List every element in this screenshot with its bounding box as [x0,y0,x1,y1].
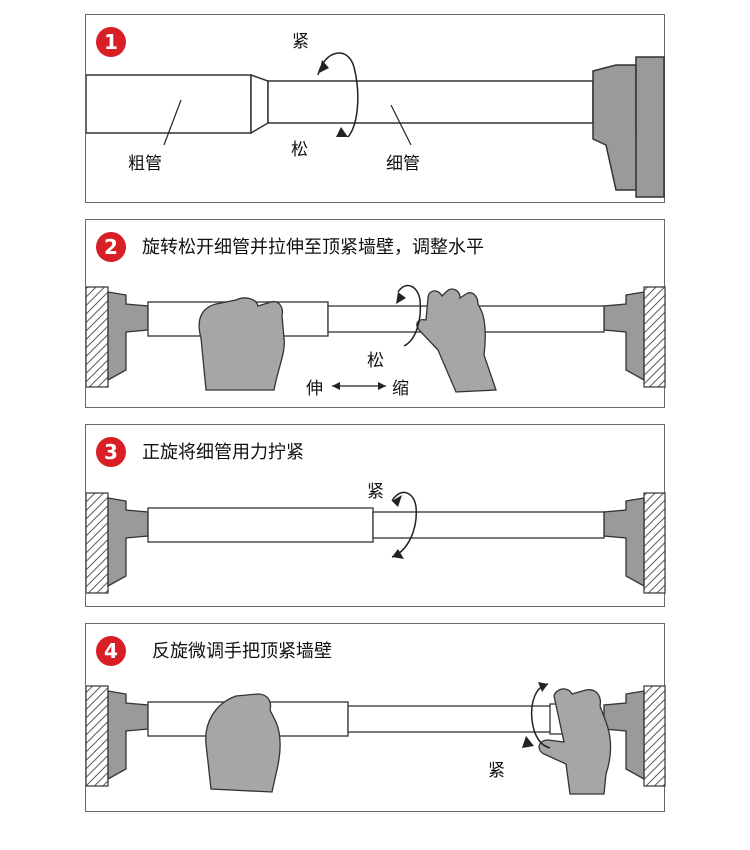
right-hand [416,288,497,393]
rotation-arrow [317,52,359,138]
right-wall [643,685,666,787]
step-3-illustration [86,491,666,594]
loosen-label: 松 [291,140,308,160]
step-2-panel: 2 旋转松开细管并拉伸至顶紧墙壁，调整水平 松 伸 缩 [85,219,666,408]
thick-tube [86,74,252,134]
step-1-illustration [86,52,665,198]
right-hand [538,688,612,795]
right-end-cap [603,291,645,382]
left-end-cap [107,291,149,382]
step-1-badge: 1 [96,27,126,57]
step-4-illustration [86,682,666,795]
rotation-arrow [397,284,422,347]
thin-tube [267,80,594,124]
step-4-badge: 4 [96,636,126,666]
thin-tube-label: 细管 [386,154,420,174]
left-wall [86,492,109,594]
thin-tube-leader [390,104,412,146]
thick-tube-leader [163,99,182,146]
right-wall [643,492,666,594]
step-2-instruction: 旋转松开细管并拉伸至顶紧墙壁，调整水平 [142,237,484,258]
shrink-label: 缩 [392,379,409,399]
left-wall [86,685,109,787]
tighten-label: 紧 [488,761,505,781]
extend-label: 伸 [306,379,323,399]
loosen-label: 松 [367,351,384,371]
thin-tube [372,511,605,539]
step-2-badge: 2 [96,232,126,262]
step-4-panel: 4 反旋微调手把顶紧墙壁 紧 [85,623,666,812]
tighten-label: 紧 [292,32,309,52]
thin-tube [347,705,567,733]
step-3-panel: 3 正旋将细管用力拧紧 紧 [85,424,666,607]
step-4-instruction: 反旋微调手把顶紧墙壁 [152,641,332,662]
left-end-cap [107,690,149,781]
left-wall [86,286,109,388]
right-end-cap [603,497,645,588]
left-hand [198,297,285,391]
step-3-badge: 3 [96,437,126,467]
thick-tube [147,507,374,543]
step-2-illustration [86,284,666,393]
left-end-cap [107,497,149,588]
tighten-label: 紧 [367,482,384,502]
right-wall [643,286,666,388]
step-1-panel: 1 紧 松 粗管 细管 [85,14,665,203]
left-hand [205,693,281,793]
step-3-instruction: 正旋将细管用力拧紧 [142,442,304,463]
rotation-arrow [530,683,551,749]
thick-tube-label: 粗管 [128,154,162,174]
rotation-arrow [391,491,417,558]
